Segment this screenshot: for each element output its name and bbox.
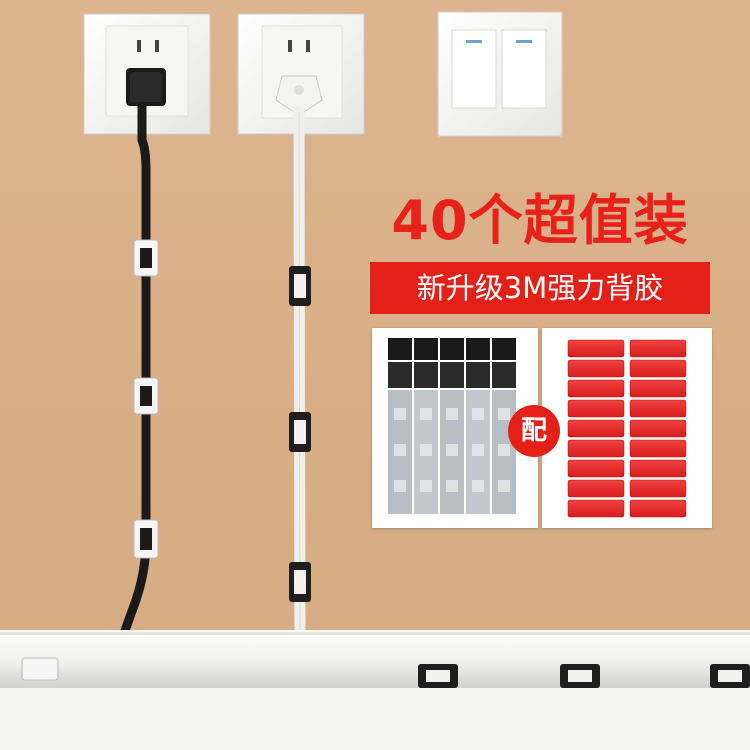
cable-clip-icon (560, 664, 600, 688)
cable-clip-icon (21, 657, 59, 681)
cable-clip-icon (418, 664, 458, 688)
cable-clip-icon (289, 266, 311, 306)
pairing-badge: 配 (508, 405, 560, 457)
cable-clip-icon (710, 664, 750, 688)
cable-clip-icon (133, 377, 159, 415)
cable-clip-icon (133, 519, 159, 559)
adhesive-pad-icon (567, 339, 687, 518)
cable-clip-icon (289, 562, 311, 602)
headline-text: 40个超值装 (391, 189, 689, 252)
adhesive-pads-image (542, 328, 712, 528)
cable-clip-icon (133, 239, 159, 277)
wall-socket-icon (83, 13, 211, 135)
floor (0, 688, 750, 750)
black-cable (0, 101, 151, 675)
light-switch-icon (437, 11, 563, 137)
cable-clip-icon (289, 412, 311, 452)
baseboard-trim (0, 630, 750, 690)
cable-clip-icon (388, 338, 516, 514)
subheadline-banner: 新升级3M强力背胶 (370, 262, 710, 314)
